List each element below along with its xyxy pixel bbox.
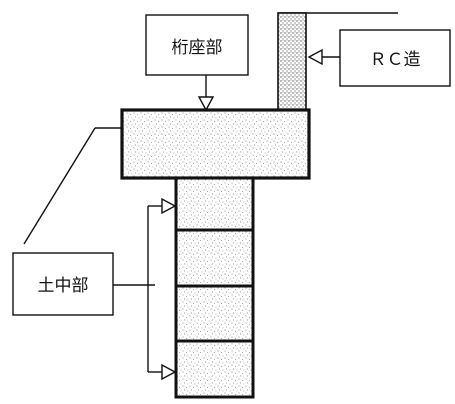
in-ground-label-box [12, 252, 114, 316]
beam-block [120, 108, 311, 180]
rc-label-box [339, 29, 451, 87]
pile-block-3 [174, 284, 255, 343]
rc-wall [277, 12, 307, 113]
bracket-arrowhead-bottom [161, 363, 177, 381]
girder-seat-label: 桁座部 [172, 38, 223, 58]
bracket-arrowhead-top [161, 197, 177, 215]
rc-arrowhead [307, 48, 323, 66]
pile-block-2 [174, 228, 255, 288]
pile-block-1 [174, 176, 255, 232]
rc-label: ＲＣ造 [370, 50, 421, 70]
leader-line-diagonal [23, 127, 96, 245]
in-ground-label: 土中部 [38, 276, 89, 296]
girder-seat-label-box [145, 14, 249, 76]
pile-block-4 [174, 339, 255, 399]
girder-seat-arrowhead [197, 96, 215, 112]
